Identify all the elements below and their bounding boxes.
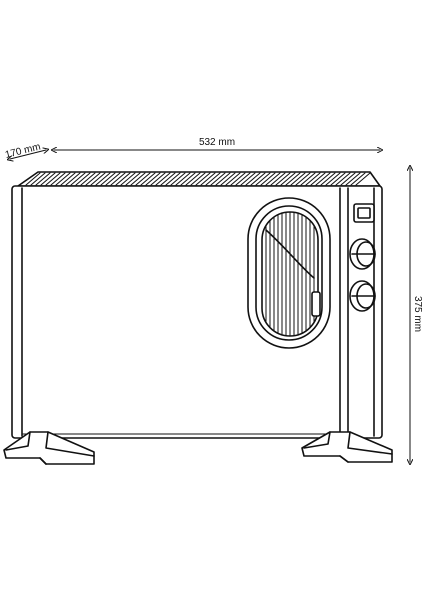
top-grille xyxy=(17,171,381,187)
depth-label: 170 mm xyxy=(4,141,42,160)
fan-window xyxy=(247,197,331,349)
display-inner xyxy=(357,207,371,219)
fan-window-inner xyxy=(255,205,323,341)
grill-latch xyxy=(311,291,321,317)
depth-dimension-line xyxy=(10,150,46,159)
height-label: 375 mm xyxy=(412,296,423,332)
width-label: 532 mm xyxy=(199,137,235,148)
right-foot xyxy=(301,431,393,463)
width-dimension: 532 mm xyxy=(54,137,380,150)
control-knob-top[interactable] xyxy=(349,238,376,270)
control-knob-bottom[interactable] xyxy=(349,280,376,312)
height-dimension: 375 mm xyxy=(410,168,423,462)
grill-divider xyxy=(265,229,315,279)
control-panel xyxy=(349,203,376,312)
depth-dimension: 170 mm xyxy=(4,141,46,160)
display-screen xyxy=(353,203,375,223)
fan-grill-bars xyxy=(265,212,315,336)
left-foot xyxy=(3,431,95,465)
